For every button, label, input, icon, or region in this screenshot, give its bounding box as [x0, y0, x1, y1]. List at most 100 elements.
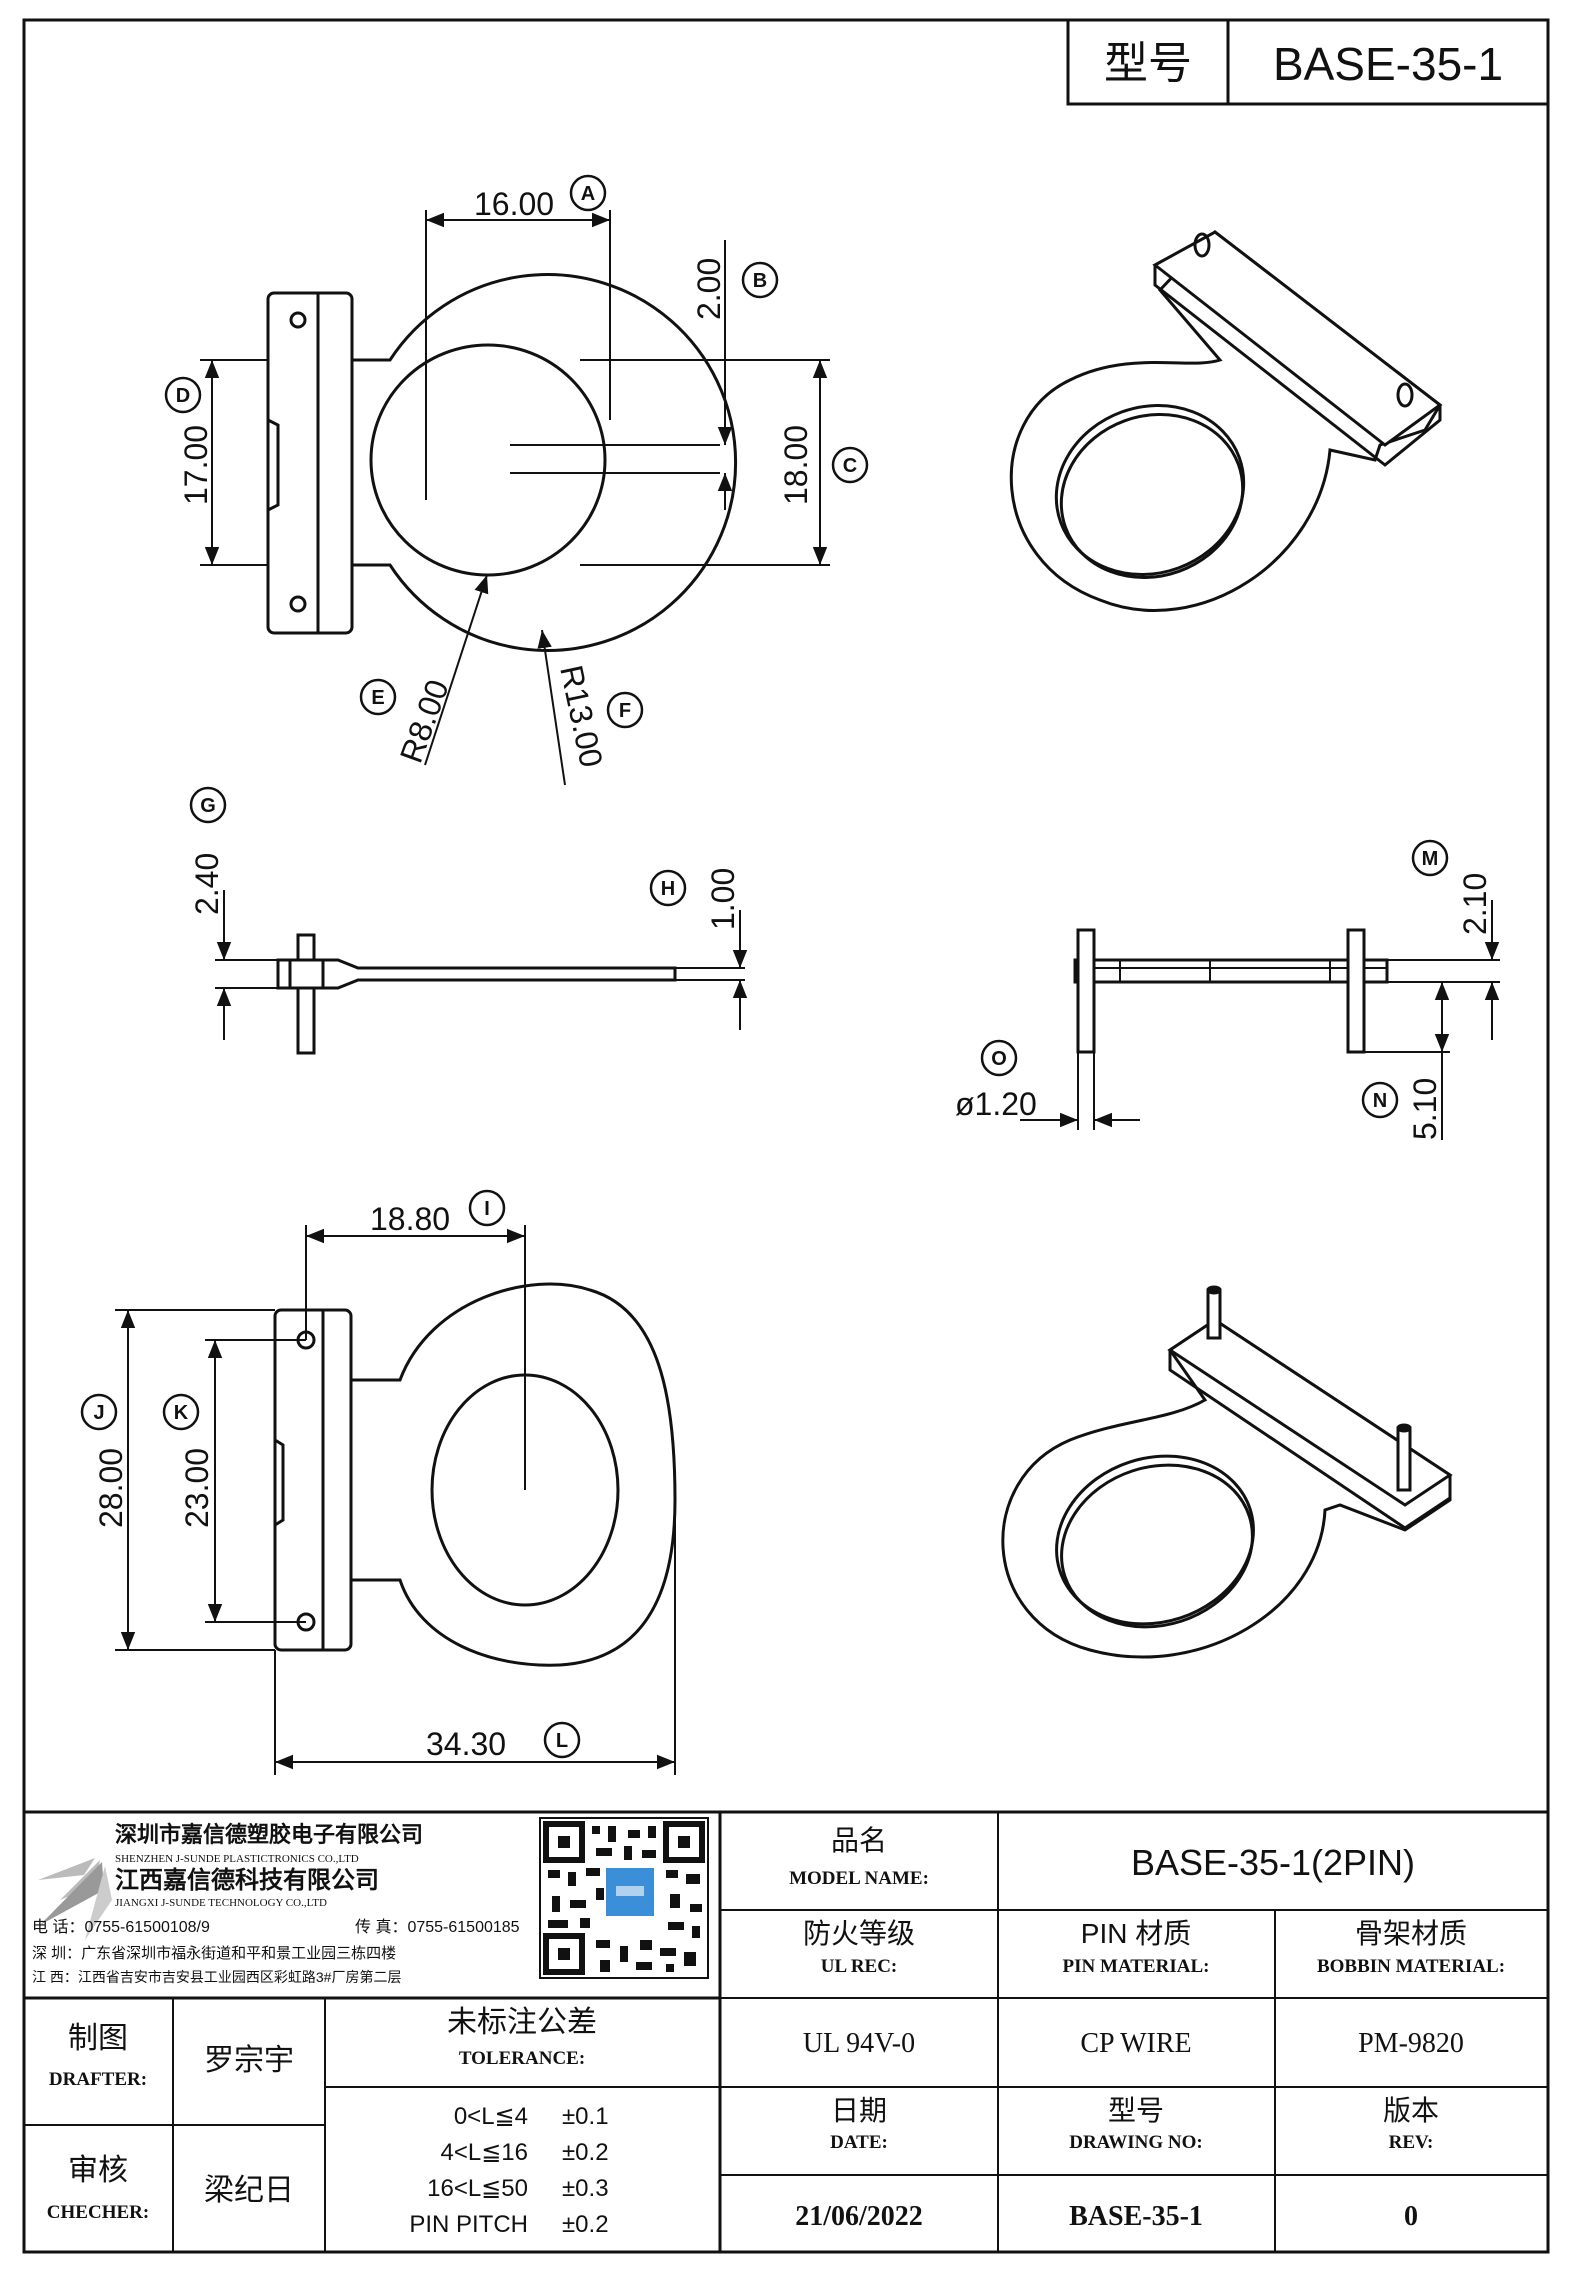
rev-en: REV: — [1389, 2132, 1434, 2153]
tolerance-rows: 0<L≦4 ±0.1 4<L≦16 ±0.2 16<L≦50 ±0.3 PIN … — [409, 2103, 608, 2238]
checker-en: CHECHER: — [47, 2202, 149, 2223]
dim-letter-o: O — [991, 1048, 1007, 1070]
drafter-cn: 制图 — [68, 2022, 128, 2055]
dim-value-h: 1.00 — [705, 868, 741, 930]
header-model-value: BASE-35-1 — [1273, 38, 1503, 90]
dim-letter-l: L — [556, 1730, 568, 1752]
top-view-outline — [348, 273, 738, 652]
dim-value-l: 34.30 — [426, 1726, 506, 1762]
dim-value-c: 18.00 — [778, 425, 814, 505]
dwg-value: BASE-35-1 — [1069, 2201, 1203, 2232]
date-en: DATE: — [830, 2132, 888, 2153]
side-view-right-dimensions — [1020, 900, 1500, 1140]
tolerance-range: 0<L≦4 — [454, 2103, 528, 2130]
dwg-cn: 型号 — [1108, 2095, 1164, 2126]
side-view-right — [1073, 928, 1389, 1054]
dim-labels — [80, 174, 1449, 1759]
table-text: 品名 MODEL NAME: BASE-35-1(2PIN) 防火等级 UL R… — [47, 1825, 1505, 2232]
sheet-border — [22, 18, 1550, 2254]
dim-letter-a: A — [581, 183, 595, 205]
company-fax: 传 真：0755-61500185 — [355, 1918, 520, 1936]
dim-letter-h: H — [661, 878, 675, 900]
model-name-value: BASE-35-1(2PIN) — [1131, 1842, 1415, 1883]
tolerance-value: ±0.2 — [562, 2139, 609, 2166]
ul-value: UL 94V-0 — [803, 2028, 915, 2059]
dim-value-d: 17.00 — [178, 425, 214, 505]
company-addr-jx: 江 西：江西省吉安市吉安县工业园西区彩虹路3#厂房第二层 — [32, 1969, 401, 1985]
bottom-view-dimensions — [115, 1225, 676, 1775]
company-addr-sz: 深 圳：广东省深圳市福永街道和平和景工业园三栋四楼 — [32, 1944, 396, 1962]
company-logo — [38, 1858, 112, 1940]
dim-value-k: 23.00 — [179, 1448, 215, 1528]
company-name-sz-en: SHENZHEN J-SUNDE PLASTICTRONICS CO.,LTD — [115, 1853, 359, 1865]
tolerance-range: 16<L≦50 — [427, 2175, 528, 2202]
top-view-hole — [369, 343, 607, 577]
tolerance-value: ±0.3 — [562, 2175, 609, 2202]
side-view-left — [276, 933, 677, 1055]
dim-letter-g: G — [200, 795, 216, 817]
title-block — [24, 1810, 1548, 2252]
bottom-view — [273, 1282, 677, 1667]
drafter-value: 罗宗宇 — [204, 2044, 294, 2077]
dim-letter-j: J — [93, 1402, 104, 1424]
dim-values: 16.00 2.00 18.00 17.00 R8.00 R13.00 2.40… — [93, 186, 1493, 1762]
bobbin-value: PM-9820 — [1358, 2028, 1464, 2059]
date-cn: 日期 — [831, 2095, 887, 2126]
header-box: 型号 BASE-35-1 — [1066, 18, 1550, 106]
ul-en: UL REC: — [821, 1956, 898, 1977]
drafter-en: DRAFTER: — [49, 2069, 147, 2090]
iso-view-top — [1009, 229, 1443, 612]
company-name-sz: 深圳市嘉信德塑胶电子有限公司 — [115, 1822, 423, 1847]
dim-value-b: 2.00 — [691, 258, 727, 320]
bobbin-en: BOBBIN MATERIAL: — [1317, 1956, 1505, 1977]
dim-value-i: 18.80 — [370, 1201, 450, 1237]
header-model-label: 型号 — [1104, 39, 1192, 88]
dim-letter-i: I — [484, 1198, 490, 1220]
bobbin-cn: 骨架材质 — [1355, 1918, 1467, 1949]
company-phone: 电 话：0755-61500108/9 — [32, 1918, 210, 1936]
dim-letter-c: C — [843, 455, 857, 477]
rev-value: 0 — [1404, 2201, 1418, 2232]
top-view-base-bar — [266, 291, 354, 635]
pin-value: CP WIRE — [1080, 2028, 1191, 2059]
top-view — [266, 273, 738, 652]
dwg-en: DRAWING NO: — [1069, 2132, 1203, 2153]
pin-cn: PIN 材质 — [1081, 1918, 1191, 1949]
dim-letter-b: B — [753, 270, 767, 292]
qr-code — [539, 1817, 709, 1979]
dim-value-g: 2.40 — [189, 853, 225, 915]
tolerance-value: ±0.2 — [562, 2211, 609, 2238]
dim-letter-d: D — [176, 385, 190, 407]
dim-letter-e: E — [371, 687, 384, 709]
tolerance-cn: 未标注公差 — [447, 2006, 597, 2039]
checker-value: 梁纪日 — [204, 2174, 294, 2207]
model-name-cn: 品名 — [831, 1825, 887, 1856]
dim-value-f: R13.00 — [553, 662, 610, 770]
model-name-en: MODEL NAME: — [789, 1868, 929, 1889]
dim-value-n: 5.10 — [1407, 1078, 1443, 1140]
company-name-jx-en: JIANGXI J-SUNDE TECHNOLOGY CO.,LTD — [115, 1897, 327, 1909]
dim-letter-m: M — [1422, 848, 1439, 870]
checker-cn: 审核 — [68, 2154, 128, 2187]
dim-value-a: 16.00 — [474, 186, 554, 222]
dim-value-j: 28.00 — [93, 1448, 129, 1528]
pin-en: PIN MATERIAL: — [1063, 1956, 1210, 1977]
company-name-jx: 江西嘉信德科技有限公司 — [115, 1866, 379, 1894]
dim-letter-k: K — [174, 1402, 189, 1424]
iso-view-bottom — [1001, 1285, 1453, 1659]
tolerance-value: ±0.1 — [562, 2103, 609, 2130]
side-view-left-dimensions — [215, 890, 748, 1040]
rev-cn: 版本 — [1383, 2095, 1439, 2126]
company-block: 深圳市嘉信德塑胶电子有限公司 SHENZHEN J-SUNDE PLASTICT… — [32, 1817, 709, 1985]
top-view-dimensions — [200, 210, 830, 786]
dim-value-m: 2.10 — [1457, 873, 1493, 935]
dim-letter-f: F — [619, 700, 631, 722]
tolerance-en: TOLERANCE: — [459, 2048, 585, 2069]
dim-letter-n: N — [1373, 1090, 1387, 1112]
tolerance-range: PIN PITCH — [409, 2211, 528, 2238]
dim-value-o: ø1.20 — [955, 1086, 1037, 1122]
dim-letters: A B C D E F G H I J K L M N O — [93, 183, 1438, 1752]
dim-value-e: R8.00 — [393, 675, 456, 768]
tolerance-range: 4<L≦16 — [440, 2139, 528, 2166]
